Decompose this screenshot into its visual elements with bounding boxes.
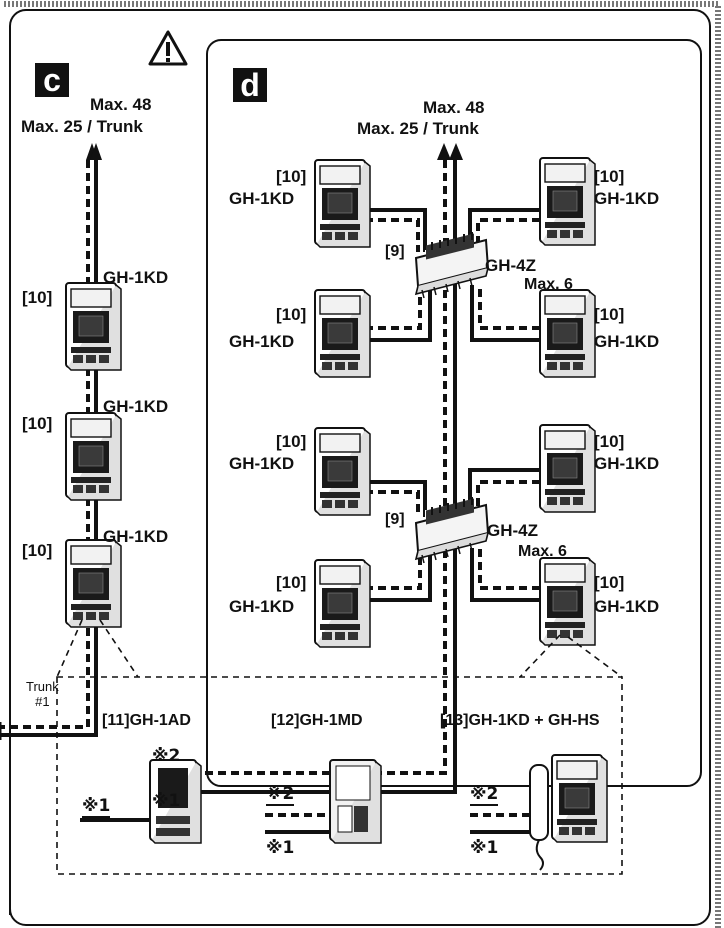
hub-1-model: GH-4Z	[485, 256, 536, 275]
d-station-4-num: [10]	[594, 305, 625, 324]
d-station-7-num: [10]	[276, 573, 307, 592]
warning-triangle-icon	[148, 30, 188, 66]
wire-mark-2-trunk: ※2	[152, 746, 181, 766]
wire-mark-1-option13: ※1	[470, 838, 499, 858]
d-station-8-model: GH-1KD	[594, 597, 660, 616]
wire-mark-1-option11: ※1	[82, 796, 111, 818]
option-12-label: [12]GH-1MD	[271, 713, 363, 729]
option-13-model: GH-1KD + GH-HS	[468, 712, 600, 729]
d-station-7-model: GH-1KD	[229, 597, 295, 616]
d-station-4-model: GH-1KD	[594, 332, 660, 351]
hub-1-max: Max. 6	[524, 276, 573, 293]
c-station-1-num: [10]	[22, 288, 53, 307]
d-station-5-model: GH-1KD	[229, 454, 295, 473]
option-13-num: [13]	[440, 712, 469, 729]
station-d-3	[314, 289, 371, 378]
c-station-3-model: GH-1KD	[103, 527, 169, 546]
c-max-total: Max. 48	[90, 95, 152, 114]
station-d-2	[539, 157, 596, 246]
d-station-6-model: GH-1KD	[594, 454, 660, 473]
d-station-2-num: [10]	[594, 167, 625, 186]
d-max-total: Max. 48	[423, 98, 485, 117]
option-11-model: GH-1AD	[129, 712, 191, 729]
station-d-5	[314, 427, 371, 516]
option-12-num: [12]	[271, 712, 300, 729]
d-station-6-num: [10]	[594, 432, 625, 451]
hub-2-model: GH-4Z	[487, 521, 538, 540]
c-max-trunk: Max. 25 / Trunk	[21, 117, 143, 136]
wire-mark-1-trunk: ※1	[152, 791, 181, 811]
hub-2-max: Max. 6	[518, 543, 567, 560]
station-c-3	[65, 539, 122, 628]
c-station-2-num: [10]	[22, 414, 53, 433]
hub-2-num: [9]	[385, 511, 405, 528]
wire-mark-1-option12: ※1	[266, 838, 295, 858]
option-11-label: [11]GH-1AD	[102, 713, 191, 729]
station-d-1	[314, 159, 371, 248]
d-max-trunk: Max. 25 / Trunk	[357, 119, 479, 138]
option-gh1md-device	[329, 759, 382, 844]
d-station-1-num: [10]	[276, 167, 307, 186]
option-12-model: GH-1MD	[299, 712, 363, 729]
d-station-3-model: GH-1KD	[229, 332, 295, 351]
wire-mark-2-option12: ※2	[266, 784, 295, 806]
station-d-7	[314, 559, 371, 648]
c-station-2-model: GH-1KD	[103, 397, 169, 416]
option-gh1ad-device	[149, 759, 202, 844]
wire-mark-2-option13: ※2	[470, 784, 499, 806]
trunk-label: Trunk #1	[26, 679, 59, 709]
station-c-2	[65, 412, 122, 501]
section-badge-c: c	[35, 63, 69, 97]
c-station-3-num: [10]	[22, 541, 53, 560]
option-gh1kd-ghhs-device	[529, 754, 608, 871]
option-11-num: [11]	[102, 712, 130, 729]
hub-1-num: [9]	[385, 243, 405, 260]
d-station-3-num: [10]	[276, 305, 307, 324]
section-badge-d: d	[233, 68, 267, 102]
station-c-1	[65, 282, 122, 371]
d-station-8-num: [10]	[594, 573, 625, 592]
d-station-2-model: GH-1KD	[594, 189, 660, 208]
station-d-4	[539, 289, 596, 378]
station-d-8	[539, 557, 596, 646]
station-d-6	[539, 424, 596, 513]
d-station-5-num: [10]	[276, 432, 307, 451]
c-station-1-model: GH-1KD	[103, 268, 169, 287]
option-13-label: [13]GH-1KD + GH-HS	[440, 713, 600, 729]
d-station-1-model: GH-1KD	[229, 189, 295, 208]
